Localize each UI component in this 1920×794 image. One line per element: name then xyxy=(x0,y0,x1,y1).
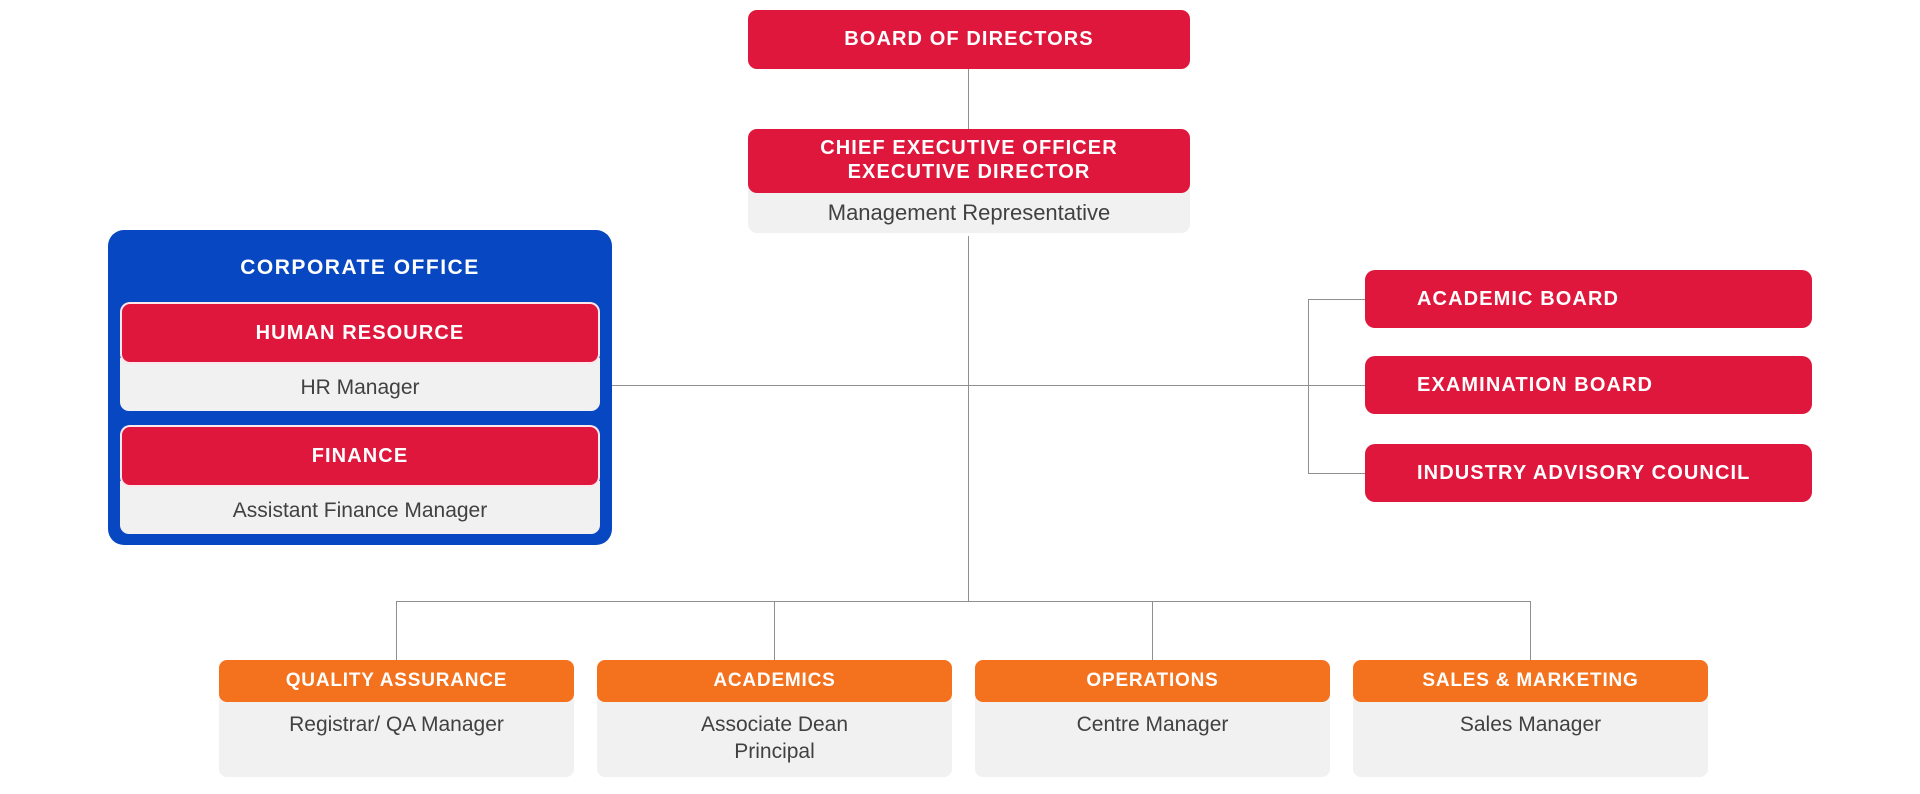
ceo-title: CHIEF EXECUTIVE OFFICER EXECUTIVE DIRECT… xyxy=(748,129,1190,193)
node-ceo: CHIEF EXECUTIVE OFFICER EXECUTIVE DIRECT… xyxy=(748,129,1190,233)
finance-subtitle: Assistant Finance Manager xyxy=(120,481,600,534)
connector-academics-stub xyxy=(774,601,775,660)
sales-marketing-title: SALES & MARKETING xyxy=(1353,660,1708,702)
quality-assurance-subtitle: Registrar/ QA Manager xyxy=(219,697,574,777)
academics-title: ACADEMICS xyxy=(597,660,952,702)
human-resource-title: HUMAN RESOURCE xyxy=(120,302,600,364)
connector-quality-assurance-stub xyxy=(396,601,397,660)
quality-assurance-title: QUALITY ASSURANCE xyxy=(219,660,574,702)
connector-sales-marketing-stub xyxy=(1530,601,1531,660)
ceo-subtitle: Management Representative xyxy=(748,187,1190,233)
node-finance: FINANCE Assistant Finance Manager xyxy=(120,425,600,534)
ceo-title-line1: CHIEF EXECUTIVE OFFICER xyxy=(820,137,1118,160)
node-examination-board: EXAMINATION BOARD xyxy=(1365,356,1812,414)
connector-operations-stub xyxy=(1152,601,1153,660)
node-academics: ACADEMICS Associate Dean Principal xyxy=(597,660,952,777)
node-human-resource: HUMAN RESOURCE HR Manager xyxy=(120,302,600,411)
ceo-title-line2: EXECUTIVE DIRECTOR xyxy=(847,161,1091,183)
finance-title: FINANCE xyxy=(120,425,600,487)
connector-board-to-ceo xyxy=(968,69,969,129)
node-quality-assurance: QUALITY ASSURANCE Registrar/ QA Manager xyxy=(219,660,574,777)
node-sales-marketing: SALES & MARKETING Sales Manager xyxy=(1353,660,1708,777)
academics-subtitle: Associate Dean Principal xyxy=(597,697,952,777)
connector-corporate-to-boards xyxy=(612,385,1365,386)
operations-title: OPERATIONS xyxy=(975,660,1330,702)
node-industry-advisory-council: INDUSTRY ADVISORY COUNCIL xyxy=(1365,444,1812,502)
board-of-directors-label: BOARD OF DIRECTORS xyxy=(844,28,1094,50)
connector-departments-bar xyxy=(396,601,1531,602)
connector-academic-board-stub xyxy=(1308,299,1365,300)
corporate-office-title: CORPORATE OFFICE xyxy=(240,256,480,279)
node-board-of-directors: BOARD OF DIRECTORS xyxy=(748,10,1190,69)
operations-subtitle: Centre Manager xyxy=(975,697,1330,777)
connector-industry-council-stub xyxy=(1308,473,1365,474)
connector-ceo-to-departments xyxy=(968,236,969,602)
corporate-office-panel: CORPORATE OFFICE HUMAN RESOURCE HR Manag… xyxy=(108,230,612,545)
sales-marketing-subtitle: Sales Manager xyxy=(1353,697,1708,777)
human-resource-subtitle: HR Manager xyxy=(120,358,600,411)
node-academic-board: ACADEMIC BOARD xyxy=(1365,270,1812,328)
node-operations: OPERATIONS Centre Manager xyxy=(975,660,1330,777)
connector-boards-bracket xyxy=(1308,299,1309,473)
